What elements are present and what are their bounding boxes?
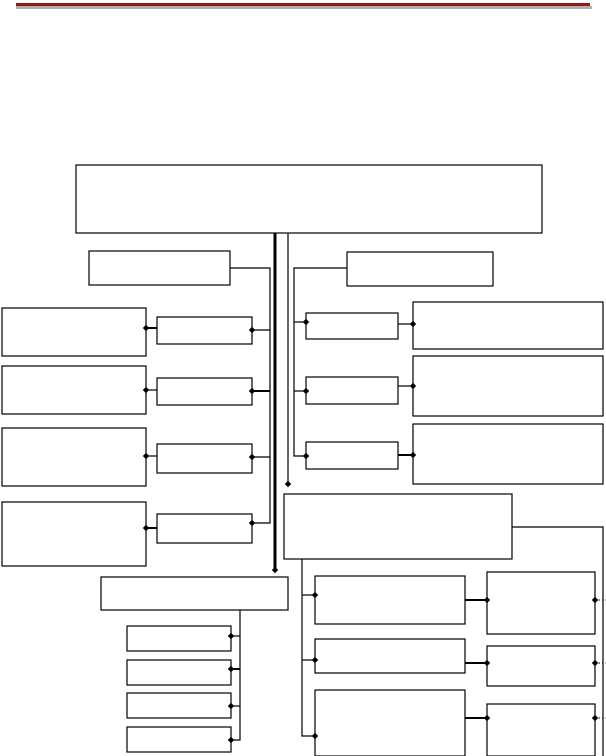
left-item-box-4 <box>1 501 147 567</box>
bottom-item-box-3 <box>126 692 232 719</box>
left-item-box-3 <box>1 427 147 487</box>
right-detail-box-3 <box>412 423 604 485</box>
connector-diamond-marker <box>483 659 491 667</box>
connector-diamond-marker <box>483 596 491 604</box>
center-detail-box-1 <box>486 571 596 635</box>
connector-diamond-marker <box>302 318 310 326</box>
connector-diamond-marker <box>591 596 599 604</box>
center-header-box <box>283 493 513 560</box>
bottom-item-box-4 <box>126 726 232 753</box>
left-item-box-1 <box>1 307 147 357</box>
connector-diamond-marker <box>227 702 235 710</box>
connector-diamond-marker <box>409 451 417 459</box>
center-bus <box>301 559 315 737</box>
connector-diamond-marker <box>142 524 150 532</box>
connector-diamond-marker <box>591 714 599 722</box>
right-detail-box-1 <box>412 301 604 350</box>
left-detail-box-2 <box>156 377 253 406</box>
right-item-box-1 <box>305 312 399 340</box>
center-right-connector <box>512 526 604 756</box>
connector-diamond-marker <box>142 386 150 394</box>
connector-diamond-marker <box>591 659 599 667</box>
left-detail-box-3 <box>156 443 253 474</box>
right-header-connector <box>293 267 347 457</box>
right-item-box-3 <box>305 441 399 470</box>
bottom-item-box-2 <box>126 659 232 686</box>
center-detail-box-3 <box>486 703 596 756</box>
connector-diamond-marker <box>142 324 150 332</box>
right-detail-box-2 <box>412 355 604 417</box>
connector-diamond-marker <box>227 665 235 673</box>
root-box <box>75 164 543 234</box>
header-rule <box>16 3 592 9</box>
header-rule-shadow <box>16 6 592 9</box>
connector-diamond-marker <box>302 387 310 395</box>
center-item-box-1 <box>314 575 466 625</box>
connector-diamond-marker <box>302 452 310 460</box>
connector-diamond-marker <box>248 519 256 527</box>
header-rule-line <box>16 3 590 6</box>
connector-diamond-marker <box>142 452 150 460</box>
connector-diamond-marker <box>284 480 292 488</box>
right-item-box-2 <box>305 376 399 405</box>
connector-markers <box>142 318 599 744</box>
center-item-box-2 <box>314 638 466 674</box>
center-item-box-3 <box>314 689 466 756</box>
left-detail-box-1 <box>156 316 253 345</box>
connector-diamond-marker <box>271 566 279 574</box>
connector-diamond-marker <box>483 714 491 722</box>
bottom-header-box <box>100 576 289 611</box>
connector-diamond-marker <box>311 732 319 740</box>
connector-diamond-marker <box>248 326 256 334</box>
connector-diamond-marker <box>409 320 417 328</box>
connector-diamond-marker <box>248 387 256 395</box>
node-boxes <box>1 164 604 756</box>
connector-diamond-marker <box>248 453 256 461</box>
bottom-item-box-1 <box>126 625 232 652</box>
bottom-bus <box>231 610 241 741</box>
center-detail-box-2 <box>486 645 596 687</box>
connector-diamond-marker <box>311 656 319 664</box>
left-branch-header-box <box>88 250 231 286</box>
left-header-connector <box>230 267 271 524</box>
connector-diamond-marker <box>227 632 235 640</box>
left-detail-box-4 <box>156 513 253 544</box>
connector-diamond-marker <box>311 591 319 599</box>
right-branch-header-box <box>346 251 494 287</box>
connector-diamond-marker <box>409 382 417 390</box>
left-item-box-2 <box>1 365 147 415</box>
connector-diamond-marker <box>227 736 235 744</box>
